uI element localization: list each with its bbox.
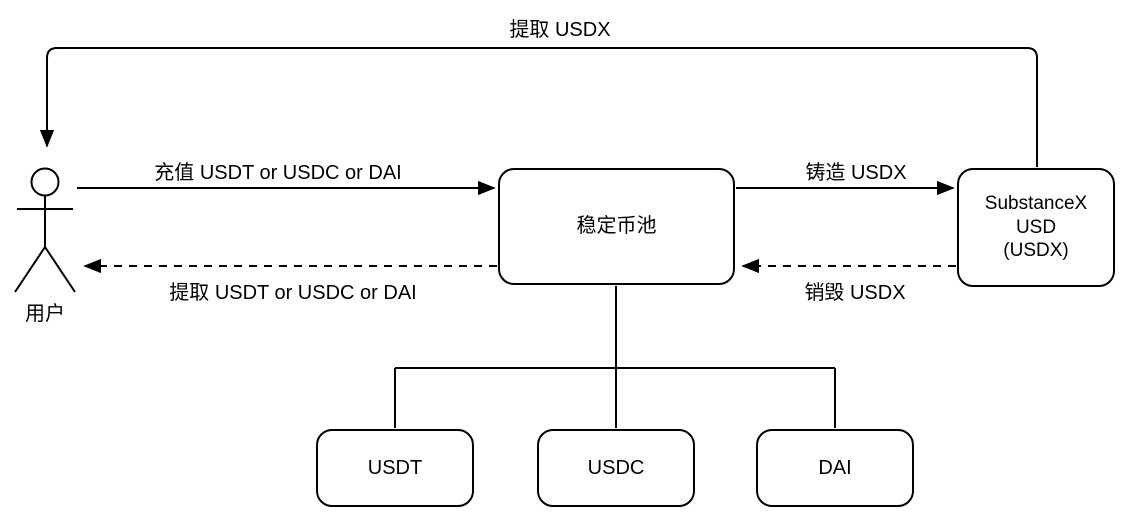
node-substancex-usd-line2: USD [1015, 216, 1057, 238]
node-usdt: USDT [316, 429, 474, 507]
node-dai-label: DAI [818, 456, 852, 479]
edge-label-deposit: 充值 USDT or USDC or DAI [152, 156, 404, 185]
edge-label-mint: 铸造 USDX [803, 156, 909, 185]
node-dai: DAI [756, 429, 914, 507]
node-usdt-label: USDT [367, 456, 423, 479]
node-substancex-usd: SubstanceX USD (USDX) [957, 168, 1115, 287]
edge-label-withdraw-stable: 提取 USDT or USDC or DAI [167, 276, 419, 305]
user-actor-icon [14, 167, 76, 293]
node-stablecoin-pool-label: 稳定币池 [576, 215, 657, 237]
node-substancex-usd-line1: SubstanceX [984, 192, 1088, 214]
node-usdc-label: USDC [587, 456, 645, 479]
node-usdc: USDC [537, 429, 695, 507]
edge-pool-children [394, 286, 836, 428]
node-stablecoin-pool: 稳定币池 [498, 168, 735, 285]
user-actor-label: 用户 [23, 297, 67, 326]
edge-label-withdraw-usdx: 提取 USDX [507, 13, 613, 42]
node-substancex-usd-line3: (USDX) [1003, 240, 1069, 262]
edge-label-burn: 销毁 USDX [802, 276, 908, 305]
edge-withdraw-usdx [39, 47, 1038, 167]
